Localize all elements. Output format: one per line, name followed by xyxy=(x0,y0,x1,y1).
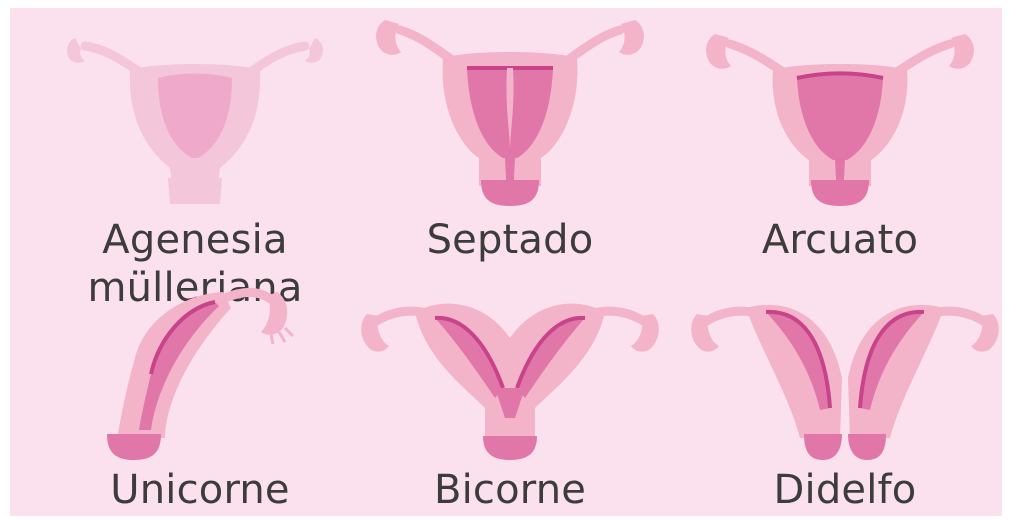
label-didelfo: Didelfo xyxy=(680,466,1010,514)
unicorne-cell: Unicorne xyxy=(35,278,365,516)
label-septado: Septado xyxy=(345,216,675,264)
bicorne-cell: Bicorne xyxy=(345,278,675,516)
faded-uterus-icon xyxy=(30,8,360,218)
septate-uterus-icon xyxy=(345,8,675,218)
unicornuate-uterus-icon xyxy=(35,278,365,468)
agenesia-cell: Agenesia mülleriana xyxy=(30,8,360,268)
label-bicorne: Bicorne xyxy=(345,466,675,514)
arcuato-cell: Arcuato xyxy=(675,8,1005,268)
label-unicorne: Unicorne xyxy=(35,466,365,514)
anomalies-diagram: Agenesia mülleriana Septado xyxy=(10,8,1002,516)
didelfo-cell: Didelfo xyxy=(680,278,1010,516)
arcuate-uterus-icon xyxy=(675,8,1005,218)
septado-cell: Septado xyxy=(345,8,675,268)
didelphys-uterus-icon xyxy=(680,278,1010,468)
bicornuate-uterus-icon xyxy=(345,278,675,468)
label-arcuato: Arcuato xyxy=(675,216,1005,264)
